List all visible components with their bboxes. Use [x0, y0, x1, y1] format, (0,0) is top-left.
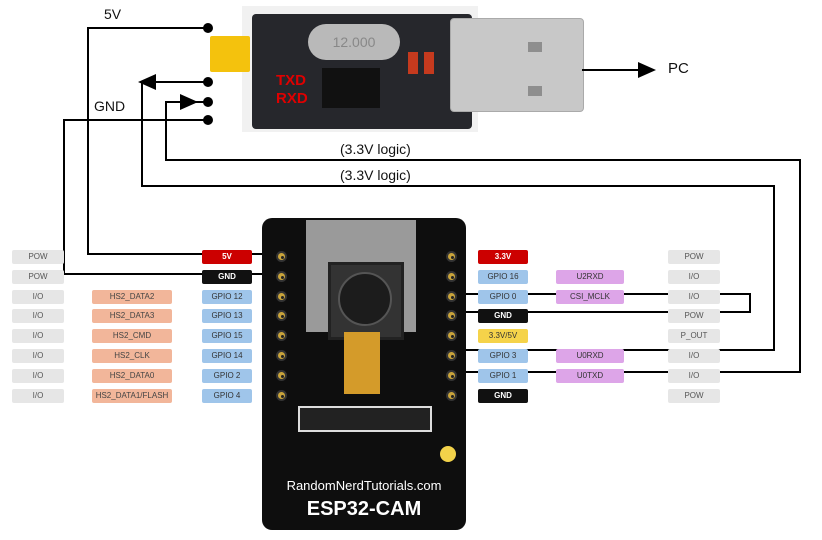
left-pin-function: HS2_DATA3 — [92, 309, 172, 324]
label-rxd: RXD — [276, 90, 308, 107]
right-pin-gpio: 3.3V/5V — [478, 329, 528, 344]
flash-led — [440, 446, 456, 462]
left-pin-type: I/O — [12, 309, 64, 324]
right-pin-function: U0RXD — [556, 349, 624, 363]
left-header-pin — [276, 251, 287, 262]
right-pin-gpio: GPIO 16 — [478, 269, 528, 284]
usb-serial-adapter: 12.000 — [210, 4, 478, 136]
right-pin-type: P_OUT — [668, 329, 720, 344]
left-pin-gpio: GPIO 2 — [202, 368, 252, 383]
left-header-pin — [276, 350, 287, 361]
label-pc: PC — [668, 60, 689, 77]
usb-plug — [450, 18, 584, 112]
left-pin-function: HS2_CLK — [92, 349, 172, 363]
board-model: ESP32-CAM — [306, 498, 422, 520]
label-5v: 5V — [104, 6, 122, 22]
dot-txd — [203, 77, 213, 87]
left-pin-gpio: GPIO 4 — [202, 388, 252, 403]
right-pin-type: I/O — [668, 289, 720, 304]
right-header-pin — [446, 290, 457, 302]
left-pin-gpio: GPIO 15 — [202, 329, 252, 344]
jumper-block — [210, 36, 250, 72]
label-txd: TXD — [276, 72, 306, 89]
right-header-pin — [446, 369, 457, 381]
right-pin-gpio: GPIO 3 — [478, 349, 528, 363]
camera-ribbon — [344, 332, 380, 394]
left-pin-gpio: 5V — [202, 250, 252, 264]
camera-lens — [338, 272, 392, 326]
left-pin-type: I/O — [12, 329, 64, 344]
wire-5v — [87, 27, 282, 255]
right-pin-type: POW — [668, 250, 720, 264]
left-pin-function: HS2_DATA0 — [92, 368, 172, 383]
left-header-pin — [276, 330, 287, 342]
chip — [322, 68, 380, 108]
right-header-pin — [446, 330, 457, 342]
left-pin-type: POW — [12, 269, 64, 284]
label-logic-2: (3.3V logic) — [340, 167, 411, 183]
left-pin-gpio: GPIO 14 — [202, 349, 252, 363]
left-header-pin — [276, 310, 287, 322]
left-pin-gpio: GND — [202, 269, 252, 284]
led-red-2 — [424, 52, 434, 74]
right-header-pin — [446, 389, 457, 401]
right-pin-type: I/O — [668, 368, 720, 383]
left-header-pin — [276, 270, 287, 282]
right-pin-type: I/O — [668, 349, 720, 363]
left-pin-type: I/O — [12, 289, 64, 304]
left-pin-function: HS2_DATA2 — [92, 289, 172, 304]
wire-rxd — [165, 101, 801, 373]
left-pin-type: I/O — [12, 349, 64, 363]
right-pin-type: POW — [668, 388, 720, 403]
label-logic-1: (3.3V logic) — [340, 141, 411, 157]
right-pin-function: CSI_MCLK — [556, 289, 624, 304]
right-pin-function: U2RXD — [556, 269, 624, 284]
left-header-pin — [276, 369, 287, 381]
right-pin-gpio: GND — [478, 309, 528, 324]
left-pin-gpio: GPIO 12 — [202, 289, 252, 304]
left-pin-type: POW — [12, 250, 64, 264]
left-pin-function: HS2_CMD — [92, 329, 172, 344]
right-header-pin — [446, 310, 457, 322]
crystal: 12.000 — [308, 24, 400, 60]
wire-gnd — [63, 119, 282, 275]
usb-plug-slot-2 — [528, 86, 542, 96]
right-pin-gpio: GPIO 1 — [478, 368, 528, 383]
left-pin-type: I/O — [12, 368, 64, 383]
right-header-pin — [446, 251, 457, 262]
label-gnd: GND — [94, 98, 126, 114]
left-header-pin — [276, 290, 287, 302]
arrow-rxd — [180, 94, 198, 110]
arrow-txd — [138, 74, 156, 90]
dot-gnd — [203, 115, 213, 125]
ribbon-connector — [298, 406, 432, 432]
left-pin-type: I/O — [12, 388, 64, 403]
dot-5v — [203, 23, 213, 33]
right-pin-gpio: GPIO 0 — [478, 289, 528, 304]
right-pin-gpio: 3.3V — [478, 250, 528, 264]
left-pin-function: HS2_DATA1/FLASH — [92, 388, 172, 403]
esp32-cam-board: RandomNerdTutorials.com ESP32-CAM — [262, 218, 466, 530]
right-pin-type: POW — [668, 309, 720, 324]
right-pin-function: U0TXD — [556, 368, 624, 383]
usb-plug-slot-1 — [528, 42, 542, 52]
right-header-pin — [446, 270, 457, 282]
dot-rxd — [203, 97, 213, 107]
board-brand: RandomNerdTutorials.com — [286, 478, 442, 493]
left-header-pin — [276, 389, 287, 401]
right-pin-gpio: GND — [478, 388, 528, 403]
arrow-pc — [638, 62, 656, 78]
led-red — [408, 52, 418, 74]
left-pin-gpio: GPIO 13 — [202, 309, 252, 324]
right-header-pin — [446, 350, 457, 361]
right-pin-type: I/O — [668, 269, 720, 284]
